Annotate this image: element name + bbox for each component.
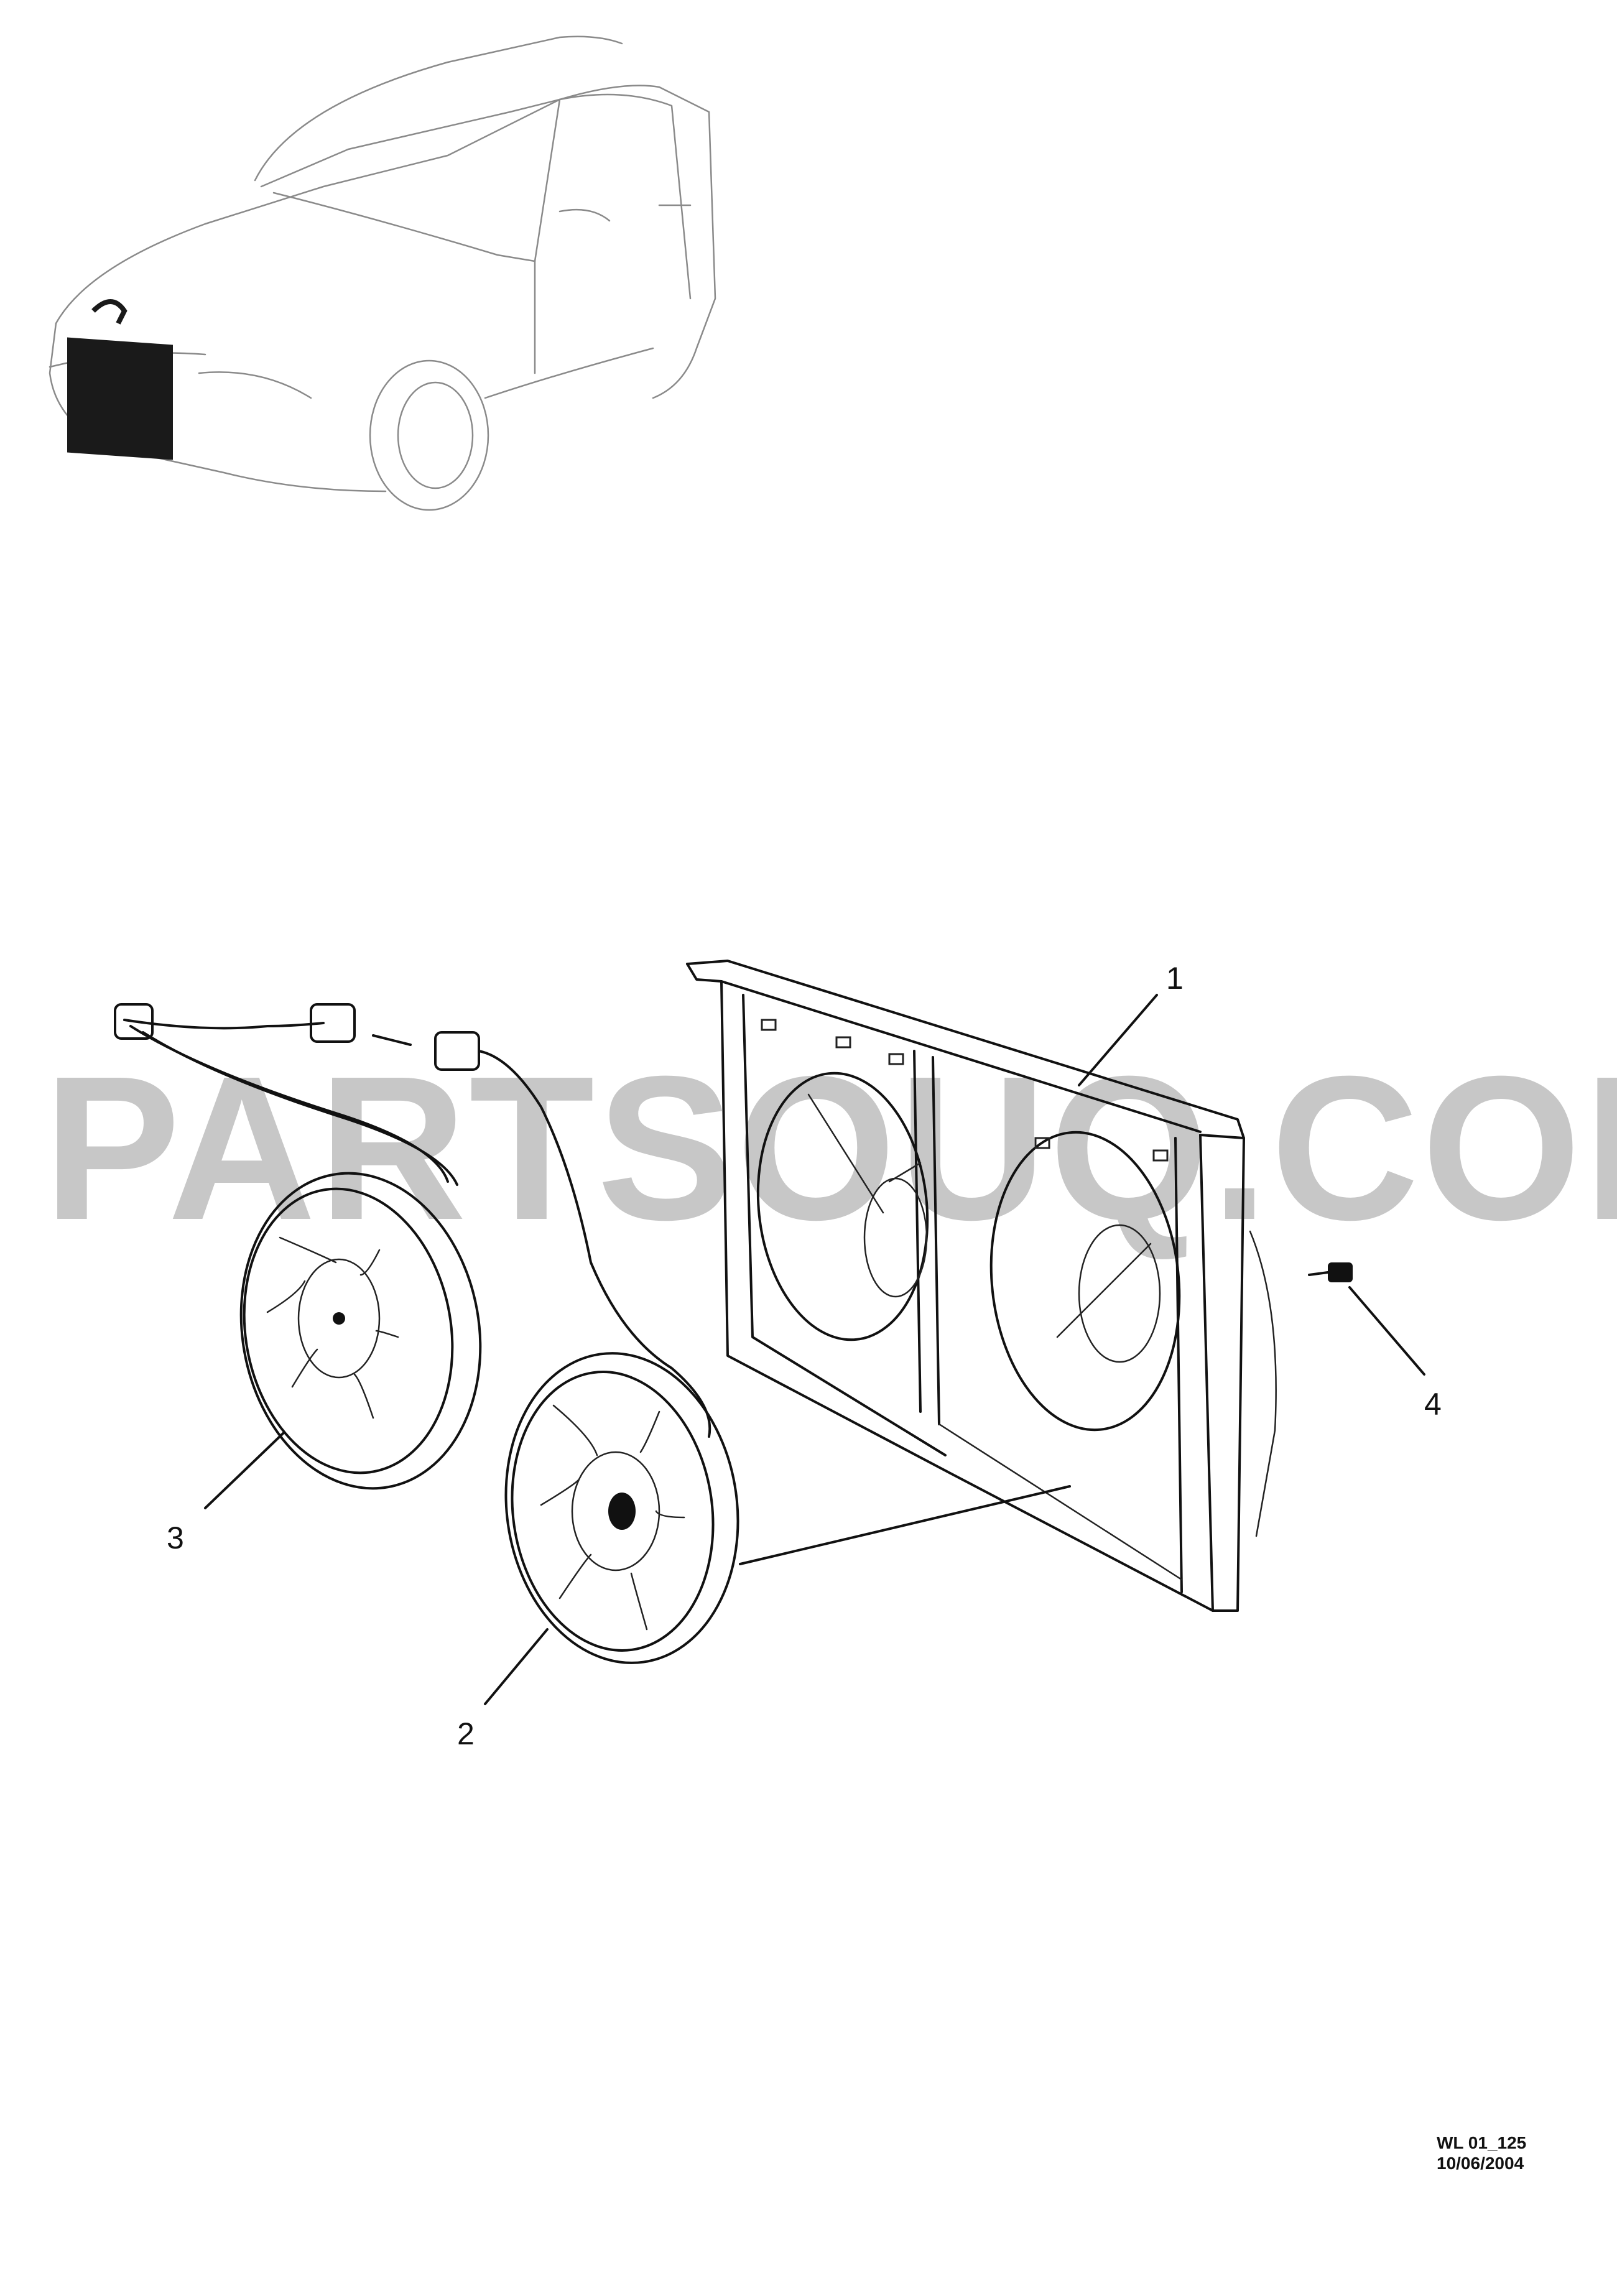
leader-line-4 (1348, 1286, 1425, 1376)
vehicle-location-icon (49, 35, 716, 511)
reference-date: 10/06/2004 (1437, 2154, 1524, 2173)
callout-1: 1 (1166, 961, 1184, 996)
wiring-harness-icon (114, 1003, 711, 1438)
callout-4: 4 (1424, 1387, 1442, 1422)
leader-line-3 (204, 1432, 284, 1509)
leader-line-2-shroud (739, 1485, 1071, 1565)
callout-3: 3 (167, 1521, 184, 1555)
fan-shroud-icon (686, 960, 1277, 1612)
callout-2: 2 (457, 1716, 475, 1751)
fan-motor-icon (504, 1352, 739, 1664)
leader-line-1 (1078, 994, 1158, 1086)
bolt-icon (1308, 1262, 1353, 1282)
fan-motor-icon (239, 1172, 482, 1490)
reference-code: WL 01_125 (1437, 2133, 1526, 2152)
leader-line-2 (484, 1628, 549, 1705)
watermark: PARTSOUQ.COM (44, 1033, 1617, 1262)
